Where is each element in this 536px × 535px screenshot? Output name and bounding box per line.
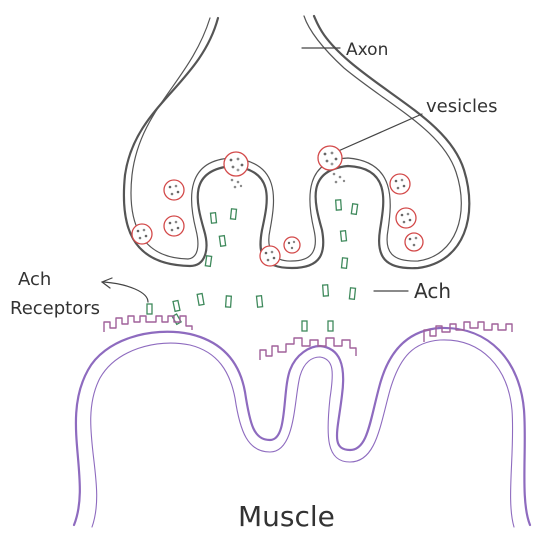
vesicle: [284, 237, 300, 253]
ach-molecule: [302, 321, 307, 331]
ach-molecule: [328, 321, 333, 331]
ach-molecule: [341, 258, 347, 268]
released-transmitter-dots: [231, 173, 345, 189]
vesicle: [405, 233, 423, 251]
ach-molecule: [349, 288, 355, 299]
vesicle: [132, 224, 152, 244]
ach-molecule: [219, 236, 225, 247]
ach-receptors-label-line1: Ach: [18, 269, 51, 290]
vesicle: [318, 146, 342, 170]
vesicle: [390, 174, 410, 194]
vesicles-label: vesicles: [426, 96, 497, 117]
ach-molecule: [205, 256, 211, 267]
vesicle: [164, 180, 184, 200]
ach-molecule: [323, 285, 329, 296]
ach-molecule: [197, 294, 204, 306]
ach-molecule: [226, 296, 232, 307]
ach-molecule: [147, 304, 152, 314]
vesicle: [224, 152, 248, 176]
axon-label: Axon: [346, 40, 388, 60]
ach-molecule: [351, 204, 357, 215]
receptors-arrow: [102, 278, 148, 302]
ach-molecule: [340, 231, 346, 241]
vesicle: [396, 208, 416, 228]
muscle-membrane-outline: [74, 328, 530, 525]
ach-molecule: [336, 200, 342, 210]
ach-molecule: [210, 213, 216, 223]
vesicle: [164, 216, 184, 236]
ach-molecule: [230, 209, 236, 219]
muscle-membrane-inner: [91, 340, 514, 527]
ach-receptors-label-line2: Receptors: [10, 298, 100, 319]
ach-molecule: [173, 300, 180, 311]
vesicle: [260, 246, 280, 266]
vesicles-pointer-line: [336, 114, 422, 152]
muscle-label: Muscle: [238, 500, 335, 533]
ach-receptors-group: [104, 316, 512, 360]
ach-label: Ach: [414, 279, 451, 303]
ach-molecule: [256, 296, 262, 307]
